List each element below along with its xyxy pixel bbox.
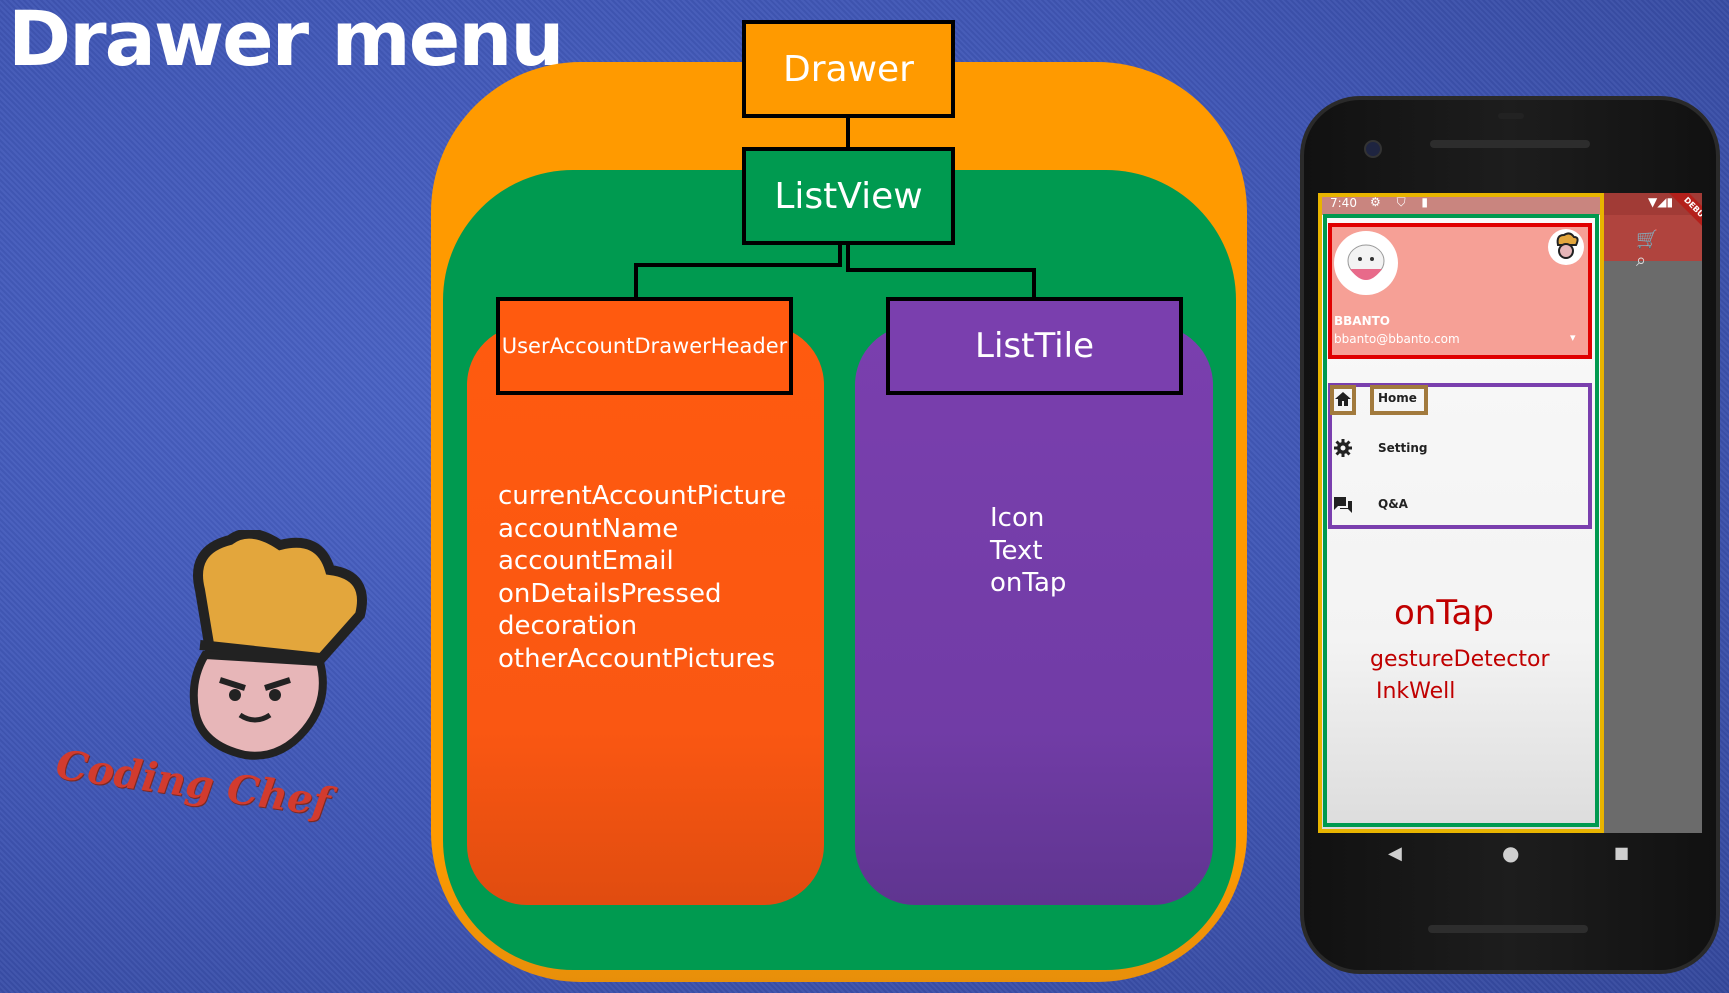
status-icons: ⚙ ⛉ ▮	[1370, 195, 1434, 209]
tile-property: onTap	[990, 568, 1067, 598]
home-label-highlight	[1370, 385, 1428, 415]
connector-to-header	[634, 263, 638, 297]
menu-item-setting[interactable]: Setting	[1378, 441, 1428, 455]
header-region	[467, 325, 824, 905]
drawer-panel: 7:40 ⚙ ⛉ ▮ BBANTO bbanto@bbanto.com ▾	[1318, 193, 1604, 833]
tile-properties: Icon Text onTap	[990, 502, 1066, 600]
tile-property: Icon	[990, 503, 1045, 533]
header-property: decoration	[498, 611, 638, 641]
gear-icon	[1333, 438, 1355, 460]
signal-battery-icons: ▼◢▮	[1648, 195, 1674, 209]
camera-icon	[1364, 140, 1382, 158]
ontap-annotation: onTap	[1394, 593, 1494, 633]
home-nav-icon[interactable]: ●	[1502, 841, 1520, 865]
tile-region	[855, 325, 1213, 905]
chef-avatar-icon	[1347, 244, 1385, 280]
question-answer-icon	[1333, 495, 1355, 517]
other-account-avatar[interactable]	[1548, 229, 1584, 265]
header-property: currentAccountPicture	[498, 481, 787, 511]
menu-item-qa[interactable]: Q&A	[1378, 497, 1408, 511]
phone-sensor	[1498, 113, 1524, 119]
connector-right-horizontal	[846, 268, 1036, 272]
drawer-node: Drawer	[742, 20, 955, 118]
connector-to-tile	[1032, 268, 1036, 297]
android-nav-bar: ◀ ● ■	[1318, 833, 1702, 885]
listview-outline	[1323, 214, 1599, 827]
chef-face-icon	[189, 650, 327, 760]
chef-logo	[189, 530, 367, 760]
chef-avatar-small-icon	[1556, 232, 1579, 259]
list-tiles-group	[1328, 383, 1592, 529]
back-icon[interactable]: ◀	[1388, 843, 1402, 864]
listview-node: ListView	[742, 147, 955, 245]
connector-drawer-listview	[846, 118, 850, 147]
home-icon	[1333, 389, 1355, 411]
page-title: Drawer menu	[8, 0, 564, 83]
header-property: otherAccountPictures	[498, 643, 776, 674]
annotation-inkwell: InkWell	[1376, 679, 1456, 704]
connector-listview-right-stem	[846, 245, 850, 272]
details-dropdown-icon[interactable]: ▾	[1570, 331, 1576, 344]
header-property: accountName	[498, 513, 679, 544]
phone-speaker	[1430, 140, 1590, 148]
status-time: 7:40	[1330, 196, 1357, 210]
cart-search-icons[interactable]: 🛒 ⌕	[1636, 229, 1673, 271]
header-properties: currentAccountPicture accountName accoun…	[498, 480, 786, 675]
chef-hat-icon	[193, 530, 367, 666]
drawer-outline	[1318, 193, 1604, 833]
connector-left-horizontal	[634, 263, 842, 267]
menu-item-home[interactable]: Home	[1378, 391, 1417, 405]
home-icon-highlight	[1330, 385, 1356, 415]
account-email: bbanto@bbanto.com	[1334, 332, 1460, 346]
user-account-drawer-header-node: UserAccountDrawerHeader	[496, 297, 793, 395]
drawer-status-bar	[1318, 193, 1604, 215]
header-property: onDetailsPressed	[498, 578, 722, 609]
header-property: accountEmail	[498, 546, 674, 576]
connector-listview-left-stem	[838, 245, 842, 265]
phone-screen: ▼◢▮ DEBUG 🛒 ⌕ 7:40 ⚙ ⛉ ▮ BBANTO bbanto@b…	[1318, 193, 1702, 833]
annotation-gesture-detector: gestureDetector	[1370, 647, 1550, 672]
phone-bottom-speaker	[1428, 925, 1588, 933]
list-tile-node: ListTile	[886, 297, 1183, 395]
tile-property: Text	[990, 535, 1043, 566]
account-name: BBANTO	[1334, 314, 1391, 328]
account-avatar[interactable]	[1334, 231, 1398, 295]
recent-apps-icon[interactable]: ■	[1614, 843, 1630, 862]
